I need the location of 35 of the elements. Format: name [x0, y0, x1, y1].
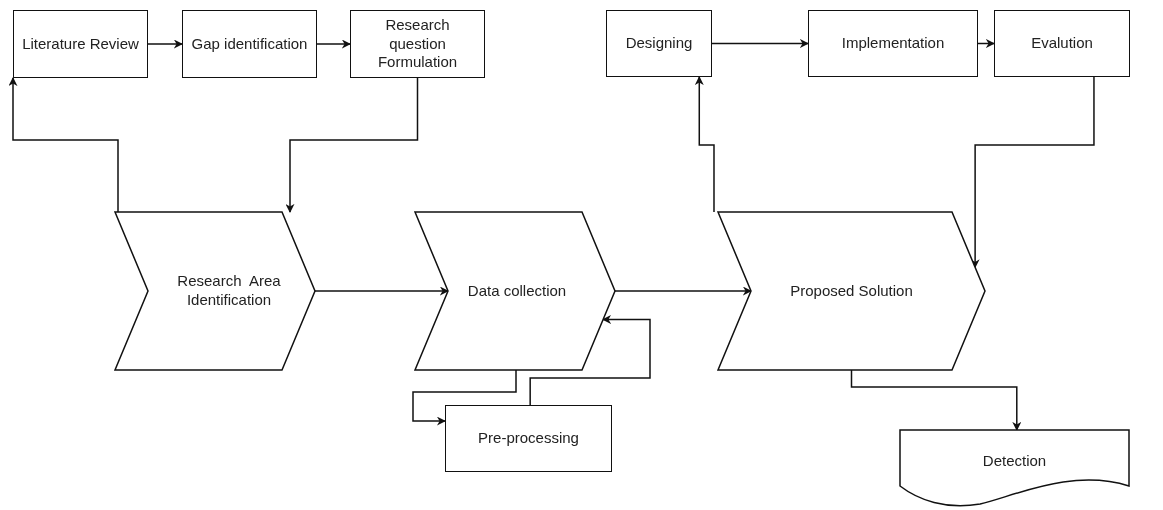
connector-arrow [977, 39, 995, 48]
process-box [808, 10, 978, 77]
node-label: Research Area Identification [176, 272, 282, 310]
connector-arrow [147, 39, 183, 49]
process-box [182, 10, 317, 78]
chevron-step [115, 212, 315, 370]
connector-arrow [529, 314, 651, 406]
process-box [350, 10, 485, 78]
process-box [13, 10, 148, 78]
connector-arrow [850, 369, 1022, 431]
connector-arrow [316, 39, 351, 49]
chevron-step [415, 212, 615, 370]
process-box [445, 405, 612, 472]
node-label: Implementation [841, 34, 945, 53]
node-label: Evalution [1031, 34, 1093, 53]
node-label: Data collection [467, 281, 567, 301]
node-label: Designing [625, 34, 693, 53]
connector-arrow [8, 77, 119, 213]
connector-arrow [711, 39, 809, 48]
connector-arrow [314, 286, 449, 296]
node-label: Pre-processing [478, 429, 579, 448]
connector-arrow [970, 76, 1095, 269]
connector-arrow [614, 286, 752, 296]
chevron-step [718, 212, 985, 370]
connector-arrow [694, 76, 715, 213]
process-box [606, 10, 712, 77]
node-label: Detection [982, 451, 1047, 471]
document-shape [900, 430, 1129, 506]
node-label: Literature Review [22, 34, 139, 54]
node-label: Gap identification [191, 34, 308, 54]
node-label: Proposed Solution [790, 281, 913, 301]
process-box [994, 10, 1130, 77]
connector-arrow [412, 369, 517, 426]
node-label: Research question Formulation [376, 15, 459, 73]
connector-arrow [285, 77, 419, 213]
